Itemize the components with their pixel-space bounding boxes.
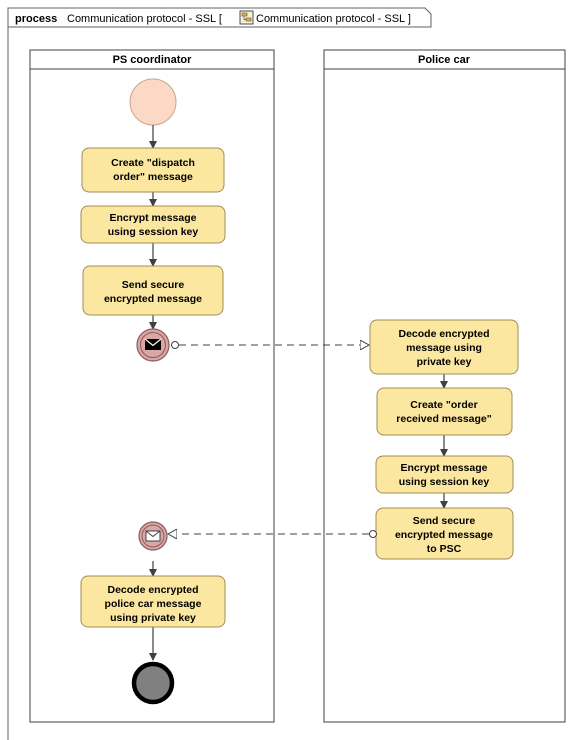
activity-label-line: encrypted message	[395, 529, 493, 541]
activity-label-line: encrypted message	[104, 293, 202, 305]
activity-send-secure-message-left[interactable]: Send secure encrypted message	[82, 265, 224, 316]
activity-diagram-icon	[239, 10, 254, 25]
frame-tab	[7, 7, 432, 28]
activity-create-order-received[interactable]: Create "order received message"	[376, 387, 513, 436]
message-flow-to-ps-coordinator	[168, 531, 377, 538]
send-message-event[interactable]	[136, 328, 170, 362]
swimlane-header-ps-coordinator	[29, 49, 275, 70]
activity-label-line: to PSC	[427, 543, 462, 555]
activity-label-line: message using	[406, 342, 482, 354]
swimlane-header-police-car	[323, 49, 566, 70]
activity-label-line: Send secure	[413, 515, 476, 527]
activity-decode-encrypted-message[interactable]: Decode encrypted message using private k…	[369, 319, 519, 375]
frame-name-part2: Communication protocol - SSL ]	[256, 13, 411, 25]
activity-label-line: police car message	[105, 598, 202, 610]
activity-encrypt-message-right[interactable]: Encrypt message using session key	[375, 455, 514, 494]
envelope-icon	[145, 530, 161, 542]
lane-title-police-car: Police car	[418, 54, 471, 66]
message-flow-to-police-car	[171, 342, 370, 349]
lane-title-ps-coordinator: PS coordinator	[113, 54, 193, 66]
activity-label-line: Create "dispatch	[111, 157, 195, 169]
activity-label-line: Decode encrypted	[107, 584, 198, 596]
frame-keyword: process	[15, 13, 57, 25]
activity-label-line: Send secure	[122, 279, 185, 291]
receive-message-event[interactable]	[138, 521, 168, 551]
end-event[interactable]	[131, 661, 175, 705]
activity-send-secure-message-right[interactable]: Send secure encrypted message to PSC	[375, 507, 514, 560]
activity-label-line: Create "order	[410, 399, 477, 411]
activity-label-line: Decode encrypted	[398, 328, 489, 340]
activity-create-dispatch-order[interactable]: Create "dispatch order" message	[81, 147, 225, 193]
activity-encrypt-message-left[interactable]: Encrypt message using session key	[80, 205, 226, 244]
activity-label-line: private key	[417, 356, 472, 368]
activity-decode-police-car-message[interactable]: Decode encrypted police car message usin…	[80, 575, 226, 628]
start-event[interactable]	[129, 78, 177, 126]
activity-label-line: order" message	[113, 171, 193, 183]
activity-label-line: Encrypt message	[401, 462, 488, 474]
activity-label-line: using session key	[108, 226, 199, 238]
frame-name-part1: Communication protocol - SSL [	[67, 13, 222, 25]
activity-label-line: using session key	[399, 476, 490, 488]
activity-label-line: received message"	[396, 413, 491, 425]
activity-label-line: Encrypt message	[110, 212, 197, 224]
activity-label-line: using private key	[110, 612, 196, 624]
envelope-icon	[144, 338, 162, 350]
